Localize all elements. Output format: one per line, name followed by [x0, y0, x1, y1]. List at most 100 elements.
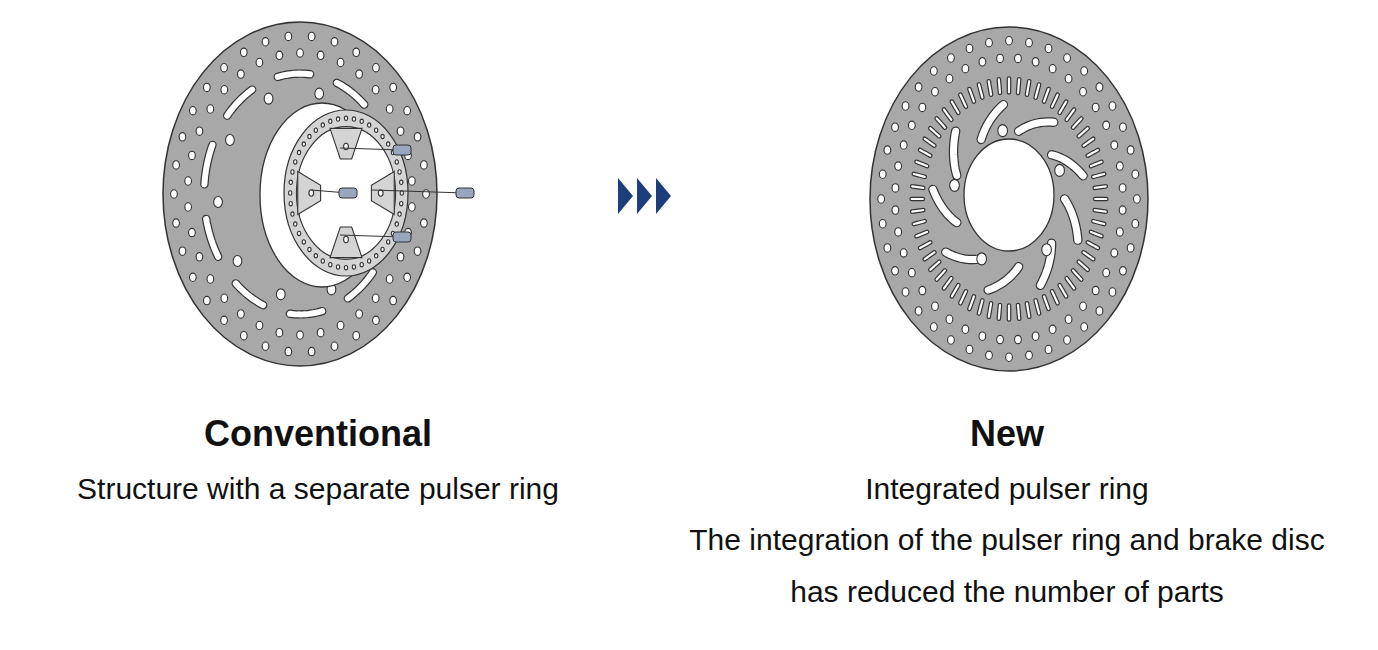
disc-hole — [966, 345, 973, 353]
slot-outline — [979, 84, 982, 97]
disc-hole — [291, 212, 294, 216]
disc-hole — [173, 161, 180, 169]
new-disc — [870, 27, 1148, 371]
disc-hole — [387, 240, 390, 244]
disc-slot — [944, 278, 951, 288]
slot-outline — [979, 300, 982, 313]
disc-slot — [1095, 186, 1106, 187]
disc-hole — [308, 247, 311, 251]
panel-caption: Structure with a separate pulser ring — [18, 463, 618, 515]
slot-outline — [236, 283, 263, 305]
disc-hole — [1119, 184, 1126, 192]
disc-hole — [337, 321, 344, 329]
panel-heading: Conventional — [68, 408, 568, 460]
slot-outline — [930, 128, 939, 136]
disc-slot — [1040, 243, 1051, 285]
slot-outline — [960, 95, 966, 107]
disc-slot — [952, 102, 959, 113]
disc-hole — [390, 296, 397, 304]
disc-hole — [337, 58, 344, 66]
disc-hole — [1049, 64, 1056, 72]
disc-slot — [1018, 79, 1019, 93]
disc-slot — [1027, 81, 1029, 94]
bolt — [393, 145, 411, 155]
disc-hole — [291, 170, 294, 174]
slot-outline — [969, 296, 974, 309]
disc-hole — [1015, 335, 1022, 343]
slot-outline — [944, 110, 951, 120]
slot-outline — [912, 197, 923, 202]
ring-tab — [298, 172, 321, 215]
slot-outline — [1088, 242, 1098, 248]
disc-hole — [189, 106, 196, 114]
disc-hole — [948, 54, 955, 62]
disc-slot — [204, 145, 212, 184]
slot-outline — [1091, 162, 1102, 166]
disc-body — [870, 27, 1148, 371]
disc-hole — [294, 160, 297, 164]
disc-hole — [276, 289, 285, 300]
disc-hole — [372, 294, 379, 302]
disc-hole — [1103, 121, 1110, 129]
disc-hole — [400, 201, 403, 205]
slot-outline — [206, 219, 218, 257]
disc-hole — [386, 275, 393, 283]
disc-hole — [915, 307, 922, 315]
disc-hole — [207, 275, 214, 283]
disc-hole — [308, 134, 311, 138]
disc-hole — [414, 247, 421, 255]
disc-hole — [179, 247, 186, 255]
disc-hole — [368, 259, 371, 263]
disc-hole — [189, 273, 196, 281]
disc-hole — [895, 162, 902, 170]
disc-hole — [1127, 244, 1134, 252]
disc-hole — [356, 310, 363, 318]
disc-hole — [373, 64, 380, 72]
disc-hole — [1096, 83, 1103, 91]
slot-outline — [1052, 155, 1084, 176]
bolt — [339, 188, 357, 198]
slot-outline — [912, 186, 923, 187]
disc-hole — [240, 48, 247, 56]
disc-hole — [1065, 315, 1072, 323]
slot-outline — [1073, 118, 1081, 127]
slot-outline — [1040, 243, 1051, 285]
slot-outline — [1079, 128, 1088, 136]
disc-hole — [317, 328, 324, 336]
disc-slot — [916, 162, 927, 166]
slot-outline — [1007, 306, 1012, 320]
disc-hole — [1064, 336, 1071, 344]
disc-hole — [1006, 353, 1013, 361]
disc-hole — [414, 133, 421, 141]
slot-outline — [1079, 262, 1088, 270]
disc-hole — [297, 150, 300, 154]
disc-hole — [423, 190, 430, 198]
disc-hole — [221, 64, 228, 72]
disc-hole — [884, 244, 891, 252]
disc-hole — [297, 49, 304, 57]
disc-hole — [946, 75, 953, 83]
slot-outline — [1044, 296, 1049, 309]
disc-hole — [892, 267, 899, 275]
ring-tab — [371, 172, 394, 215]
disc-hole — [1055, 164, 1065, 176]
disc-hole — [297, 231, 300, 235]
disc-hole — [930, 323, 937, 331]
disc-slot — [1065, 199, 1078, 240]
disc-slot — [999, 305, 1000, 319]
disc-slot — [912, 186, 923, 187]
slot-outline — [1060, 285, 1067, 296]
slot-outline — [227, 90, 252, 116]
disc-hole — [895, 228, 902, 236]
disc-slot — [1052, 291, 1058, 303]
disc-hole — [1026, 39, 1033, 47]
disc-hole — [171, 190, 178, 198]
disc-hole — [962, 64, 969, 72]
disc-hole — [1116, 228, 1123, 236]
disc-hole — [221, 294, 228, 302]
disc-slot — [920, 242, 930, 248]
disc-slot — [1088, 242, 1098, 248]
slot-outline — [278, 74, 310, 77]
disc-hole — [214, 197, 223, 208]
disc-hole — [372, 86, 379, 94]
